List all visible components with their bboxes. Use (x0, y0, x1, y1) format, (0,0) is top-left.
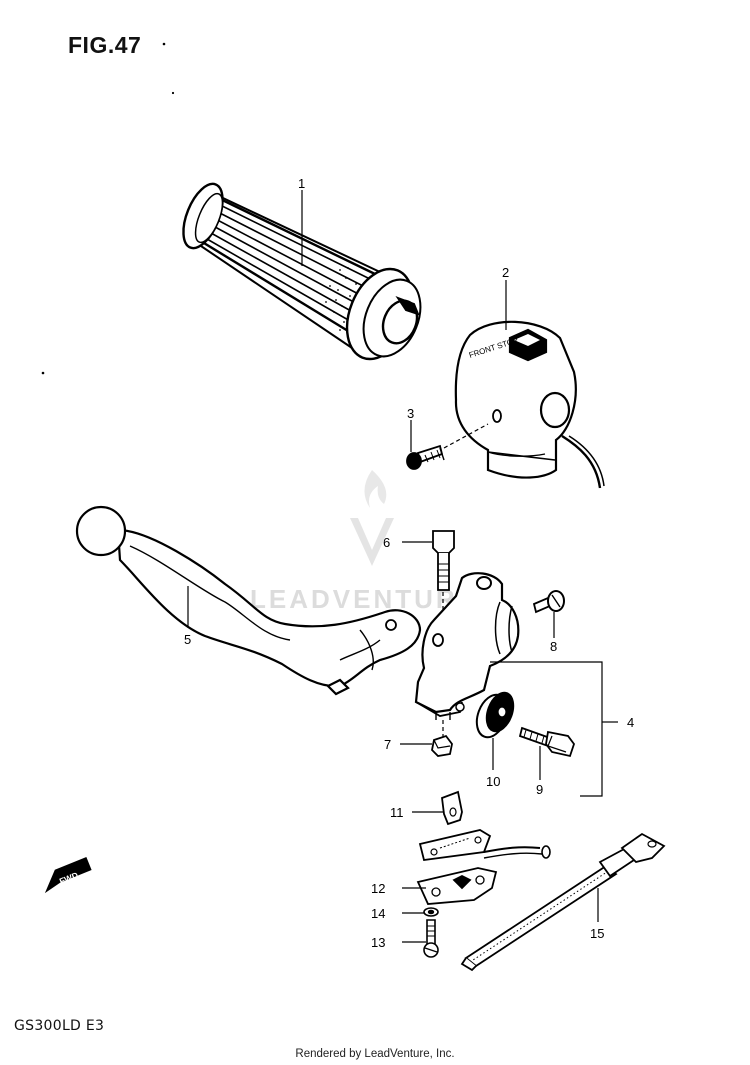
clip-11-part (441, 790, 463, 826)
callout-5: 5 (184, 632, 191, 647)
callout-8: 8 (550, 639, 557, 654)
lever-part (75, 505, 422, 696)
callout-2: 2 (502, 265, 509, 280)
switch-housing-part: FRONT STOP (454, 320, 605, 489)
bracket-12-part (416, 867, 498, 905)
callout-12: 12 (371, 881, 385, 896)
figure-title: FIG.47 (68, 32, 142, 58)
bolt-9-part (518, 726, 576, 758)
model-code: GS300LD E3 (14, 1018, 105, 1034)
callout-4: 4 (627, 715, 634, 730)
lever-bracket-part (414, 572, 520, 720)
cable-tie-15-part (460, 832, 666, 972)
leader-lines (187, 190, 618, 943)
washer-14-part (423, 907, 439, 917)
callout-11: 11 (390, 805, 404, 820)
switch-plate-part (418, 829, 551, 861)
callout-10: 10 (486, 774, 500, 789)
pivot-bolt-6-part (432, 530, 455, 591)
screw-13-part (423, 919, 439, 958)
callout-3: 3 (407, 406, 414, 421)
grip-part (182, 182, 422, 361)
callout-9: 9 (536, 782, 543, 797)
callout-7: 7 (384, 737, 391, 752)
callout-14: 14 (371, 906, 385, 921)
callout-labels: 1 2 3 4 5 6 7 8 9 10 11 12 14 13 15 (184, 176, 634, 950)
callout-13: 13 (371, 935, 385, 950)
fwd-arrow-icon: FWD (44, 856, 92, 894)
callout-15: 15 (590, 926, 604, 941)
callout-1: 1 (298, 176, 305, 191)
watermark-logo (350, 470, 394, 566)
nut-7-part (431, 734, 453, 757)
footer-credit: Rendered by LeadVenture, Inc. (295, 1048, 455, 1060)
callout-6: 6 (383, 535, 390, 550)
washer-10-part (475, 691, 515, 739)
screw-3-part (406, 444, 445, 470)
screw-8-part (532, 590, 565, 614)
